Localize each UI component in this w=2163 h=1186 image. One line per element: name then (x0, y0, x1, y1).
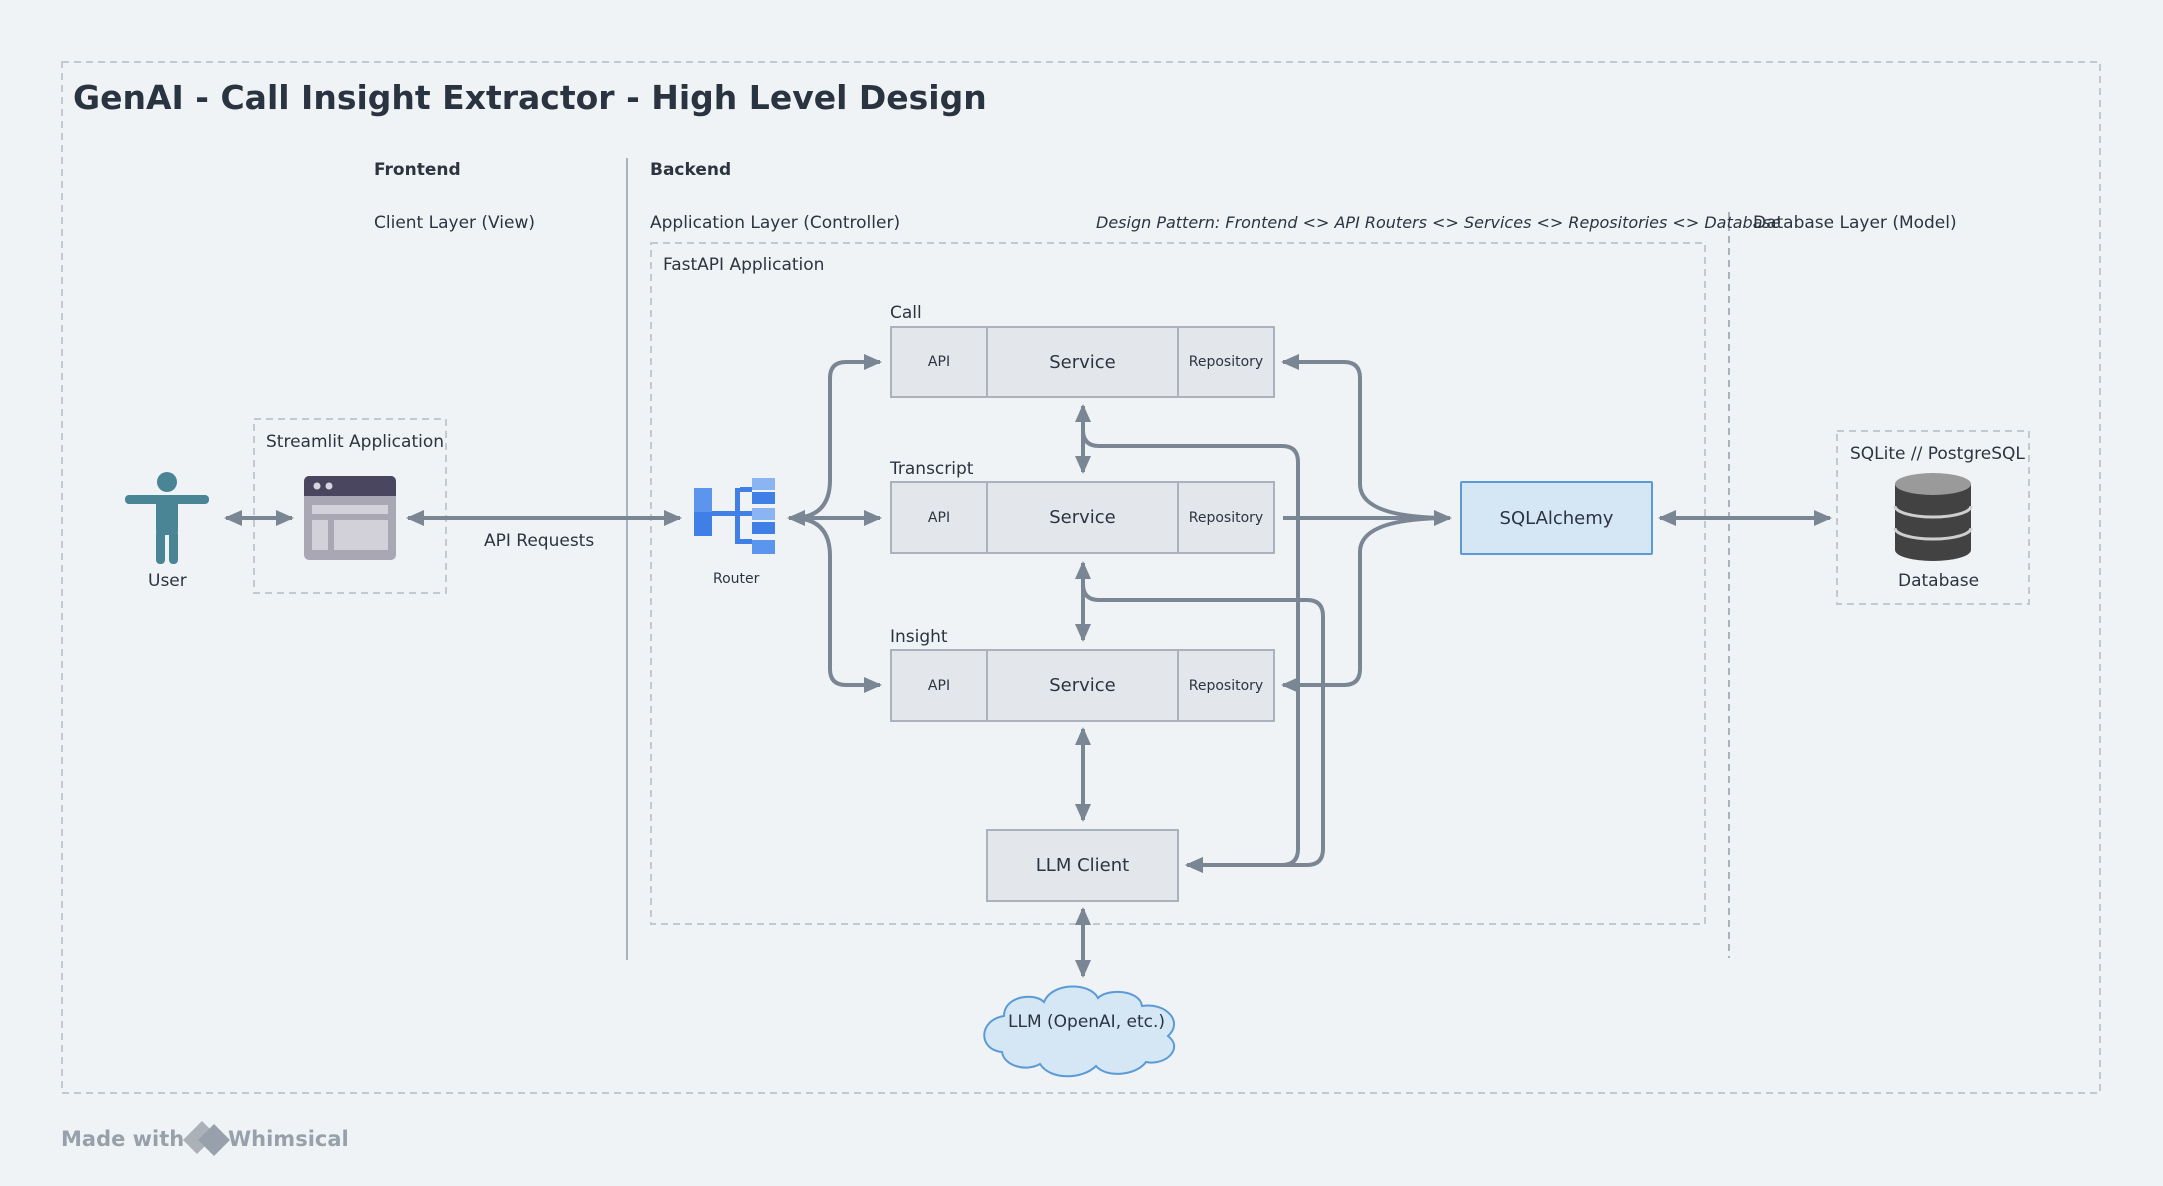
call-service-box: Service (986, 326, 1179, 398)
backend-header: Backend (650, 160, 732, 180)
insight-api-box: API (890, 649, 988, 722)
transcript-repository-box: Repository (1177, 481, 1275, 554)
llm-client-box: LLM Client (986, 829, 1179, 902)
llm-cloud-label: LLM (OpenAI, etc.) (1008, 1012, 1166, 1032)
transcript-api-box: API (890, 481, 988, 554)
streamlit-label: Streamlit Application (266, 432, 445, 452)
llm-cloud-shape (983, 985, 1175, 1078)
insight-module-label: Insight (890, 627, 948, 647)
connectors (224, 354, 1832, 978)
client-layer-label: Client Layer (View) (374, 213, 536, 233)
user-label: User (148, 571, 187, 591)
router-icon (694, 478, 775, 554)
router-label: Router (713, 571, 760, 587)
user-icon (125, 472, 209, 564)
insight-repository-box: Repository (1177, 649, 1275, 722)
browser-window-icon (304, 476, 396, 560)
call-module-label: Call (890, 303, 922, 323)
sqlalchemy-box: SQLAlchemy (1460, 481, 1653, 555)
database-layer-label: Database Layer (Model) (1753, 213, 1957, 233)
made-with-label: Made with (61, 1127, 185, 1151)
streamlit-container (253, 418, 447, 594)
whimsical-logo-icon (183, 1121, 230, 1156)
fastapi-container (650, 242, 1706, 925)
page-title: GenAI - Call Insight Extractor - High Le… (73, 78, 987, 117)
database-label: Database (1898, 571, 1980, 591)
db-group-label: SQLite // PostgreSQL (1850, 444, 2025, 464)
fastapi-container-label: FastAPI Application (663, 255, 825, 275)
insight-service-box: Service (986, 649, 1179, 722)
api-requests-label: API Requests (484, 531, 595, 551)
call-repository-box: Repository (1177, 326, 1275, 398)
database-container (1836, 430, 2030, 605)
outer-frame (61, 61, 2101, 1094)
design-pattern-note: Design Pattern: Frontend <> API Routers … (1096, 213, 1781, 232)
application-layer-label: Application Layer (Controller) (650, 213, 901, 233)
whimsical-brand-link[interactable]: Whimsical (228, 1127, 349, 1151)
frontend-header: Frontend (374, 160, 461, 180)
database-cylinder-icon (1893, 473, 1973, 561)
call-api-box: API (890, 326, 988, 398)
transcript-service-box: Service (986, 481, 1179, 554)
transcript-module-label: Transcript (890, 459, 974, 479)
